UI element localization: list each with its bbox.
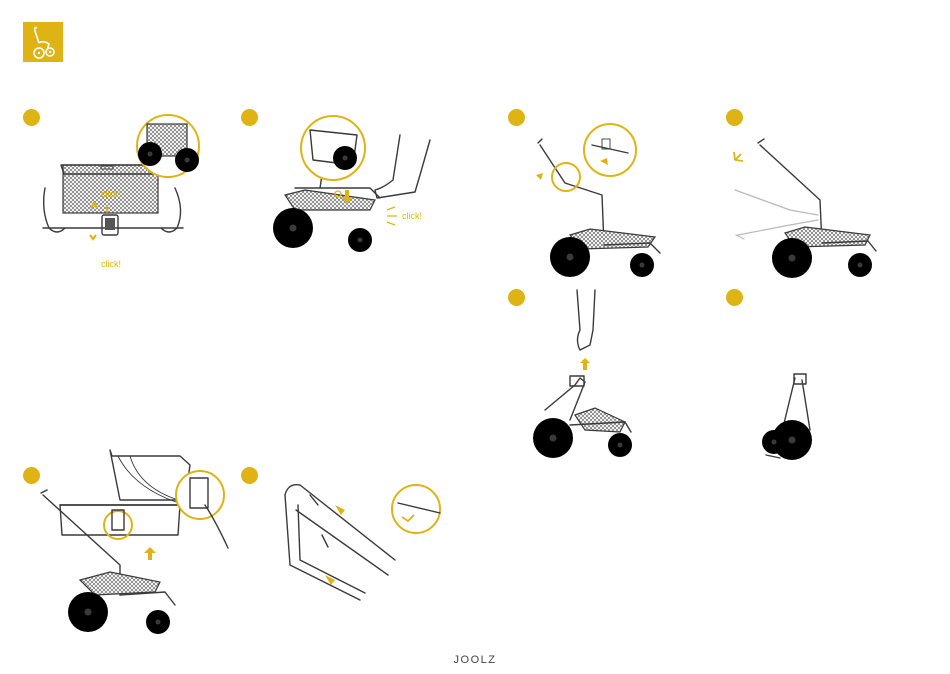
illustration-step-4	[730, 135, 880, 285]
illustration-step-6	[760, 370, 820, 465]
step-marker-4	[726, 109, 743, 126]
stroller-icon	[23, 22, 63, 62]
brand-footer: JOOLZ	[0, 654, 950, 666]
click-label-bottom: click!	[101, 259, 121, 269]
illustration-step-2	[265, 110, 440, 260]
illustration-step-3	[530, 125, 665, 285]
step-marker-8	[241, 467, 258, 484]
step-marker-2	[241, 109, 258, 126]
illustration-step-1	[35, 110, 210, 270]
click-label-fold: click!	[402, 211, 422, 221]
step-marker-6	[726, 289, 743, 306]
illustration-step-8	[280, 475, 450, 605]
header-badge	[23, 22, 63, 62]
illustration-step-5	[525, 290, 650, 465]
step-marker-3	[508, 109, 525, 126]
illustration-step-7	[40, 450, 235, 645]
step-marker-5	[508, 289, 525, 306]
click-label-top: click!	[101, 189, 121, 199]
step-marker-7	[23, 467, 40, 484]
